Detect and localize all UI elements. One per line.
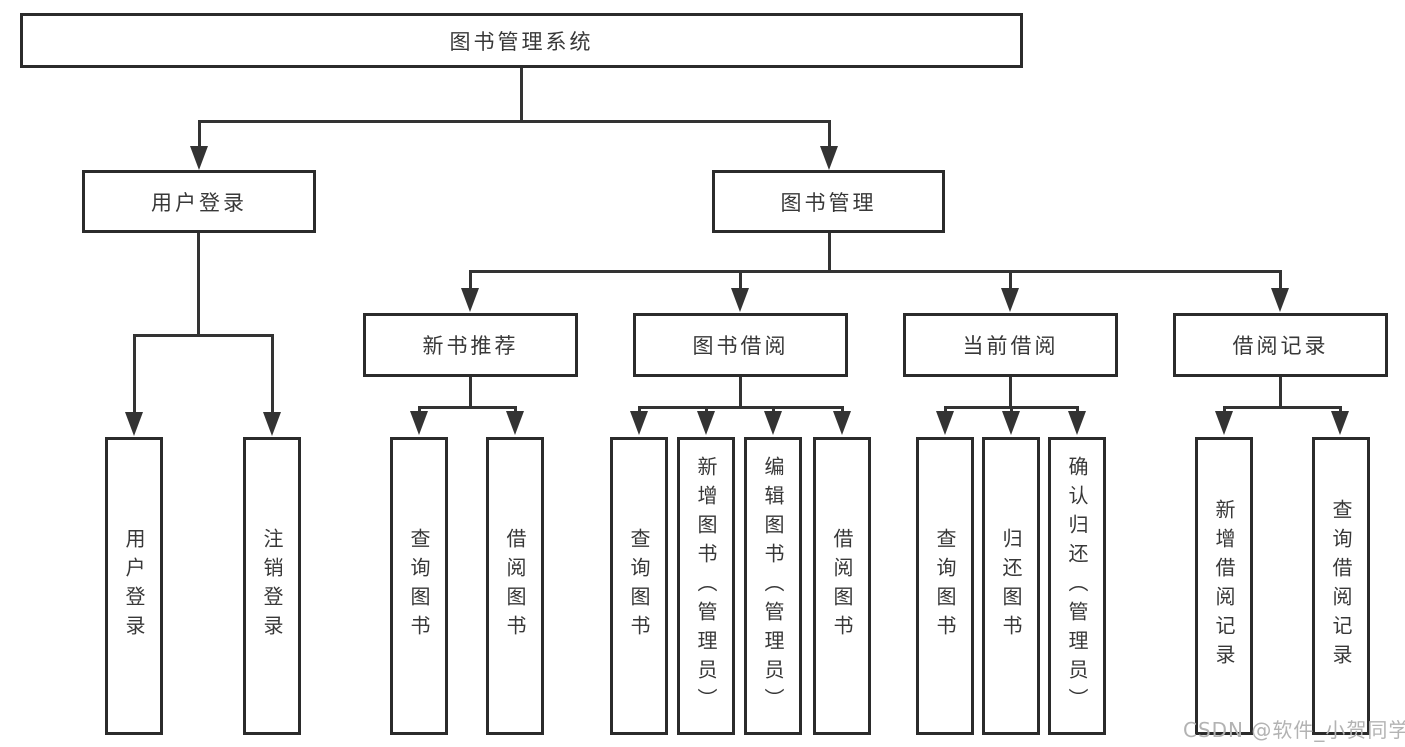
connector-stub [944, 406, 947, 413]
arrow-down-icon [630, 411, 648, 435]
connector-drop-borrow-records [1279, 270, 1282, 290]
node-borrow-records: 借阅记录 [1173, 313, 1388, 377]
arrow-down-icon [1215, 411, 1233, 435]
connector-root-branch [198, 120, 831, 123]
node-root-system: 图书管理系统 [20, 13, 1023, 68]
connector-drop-user-login [198, 120, 201, 148]
leaf-query-books-borrow: 查询图书 [610, 437, 668, 735]
node-label: 图书管理系统 [449, 29, 594, 54]
arrow-down-icon [125, 412, 143, 436]
arrow-down-icon [410, 411, 428, 435]
arrow-down-icon [190, 146, 208, 170]
node-user-login: 用户登录 [82, 170, 316, 233]
node-label: 注销登录 [260, 528, 284, 644]
connector-borrow-records-branch [1223, 406, 1342, 409]
node-label: 借阅图书 [830, 528, 854, 644]
connector-drop-book-management [828, 120, 831, 148]
node-label: 查询借阅记录 [1329, 499, 1353, 673]
node-label: 查询图书 [627, 528, 651, 644]
connector-new-book-stem [469, 376, 472, 409]
arrow-down-icon [820, 146, 838, 170]
node-label: 查询图书 [407, 528, 431, 644]
connector-drop-new-book [469, 270, 472, 290]
leaf-user-login: 用户登录 [105, 437, 163, 735]
connector-stub [1339, 406, 1342, 413]
node-label: 借阅图书 [503, 528, 527, 644]
node-book-management: 图书管理 [712, 170, 945, 233]
connector-new-book-branch [418, 406, 517, 409]
arrow-down-icon [697, 411, 715, 435]
node-label: 借阅记录 [1232, 334, 1329, 358]
node-label: 新书推荐 [422, 334, 519, 358]
node-label: 新增图书（管理员） [694, 455, 718, 717]
connector-current-borrow-stem [1009, 376, 1012, 409]
arrow-down-icon [461, 288, 479, 312]
arrow-down-icon [1068, 411, 1086, 435]
connector-book-management-stem [828, 233, 831, 273]
connector-borrow-records-stem [1279, 376, 1282, 409]
connector-book-borrow-branch [638, 406, 844, 409]
arrow-down-icon [731, 288, 749, 312]
connector-user-login-stem [197, 233, 200, 337]
arrow-down-icon [833, 411, 851, 435]
leaf-add-book-admin: 新增图书（管理员） [677, 437, 735, 735]
leaf-add-borrow-record: 新增借阅记录 [1195, 437, 1253, 735]
node-label: 查询图书 [933, 528, 957, 644]
leaf-borrow-books: 借阅图书 [813, 437, 871, 735]
connector-stub [418, 406, 421, 413]
connector-stub [705, 406, 708, 413]
connector-stub [638, 406, 641, 413]
leaf-edit-book-admin: 编辑图书（管理员） [744, 437, 802, 735]
node-label: 用户登录 [122, 528, 146, 644]
node-label: 图书借阅 [692, 334, 789, 358]
arrow-down-icon [263, 412, 281, 436]
leaf-query-books-current: 查询图书 [916, 437, 974, 735]
arrow-down-icon [1271, 288, 1289, 312]
connector-user-login-branch [133, 334, 274, 337]
leaf-query-books-recommend: 查询图书 [390, 437, 448, 735]
node-label: 用户登录 [151, 190, 247, 215]
node-current-borrow: 当前借阅 [903, 313, 1118, 377]
csdn-watermark: CSDN @软件_小贺同学 [1183, 718, 1405, 742]
node-label: 确认归还（管理员） [1065, 455, 1089, 717]
node-new-book-recommend: 新书推荐 [363, 313, 578, 377]
node-label: 当前借阅 [962, 334, 1059, 358]
arrow-down-icon [506, 411, 524, 435]
connector-drop-leaf-logout [271, 334, 274, 414]
arrow-down-icon [1001, 288, 1019, 312]
connector-drop-current-borrow [1009, 270, 1012, 290]
connector-stub [1076, 406, 1079, 413]
connector-book-management-branch [469, 270, 1282, 273]
arrow-down-icon [1331, 411, 1349, 435]
node-label: 新增借阅记录 [1212, 499, 1236, 673]
connector-stub [772, 406, 775, 413]
arrow-down-icon [1002, 411, 1020, 435]
connector-drop-book-borrow [739, 270, 742, 290]
leaf-logout: 注销登录 [243, 437, 301, 735]
leaf-query-borrow-record: 查询借阅记录 [1312, 437, 1370, 735]
connector-root-stem [520, 68, 523, 122]
arrow-down-icon [936, 411, 954, 435]
leaf-return-book: 归还图书 [982, 437, 1040, 735]
connector-stub [1010, 406, 1013, 413]
node-label: 图书管理 [780, 190, 877, 215]
node-book-borrow: 图书借阅 [633, 313, 848, 377]
connector-stub [1223, 406, 1226, 413]
connector-stub [514, 406, 517, 413]
leaf-confirm-return-admin: 确认归还（管理员） [1048, 437, 1106, 735]
node-label: 编辑图书（管理员） [761, 455, 785, 717]
leaf-borrow-books-recommend: 借阅图书 [486, 437, 544, 735]
connector-book-borrow-stem [739, 376, 742, 409]
connector-stub [841, 406, 844, 413]
node-label: 归还图书 [999, 528, 1023, 644]
connector-drop-leaf-user-login [133, 334, 136, 414]
arrow-down-icon [764, 411, 782, 435]
